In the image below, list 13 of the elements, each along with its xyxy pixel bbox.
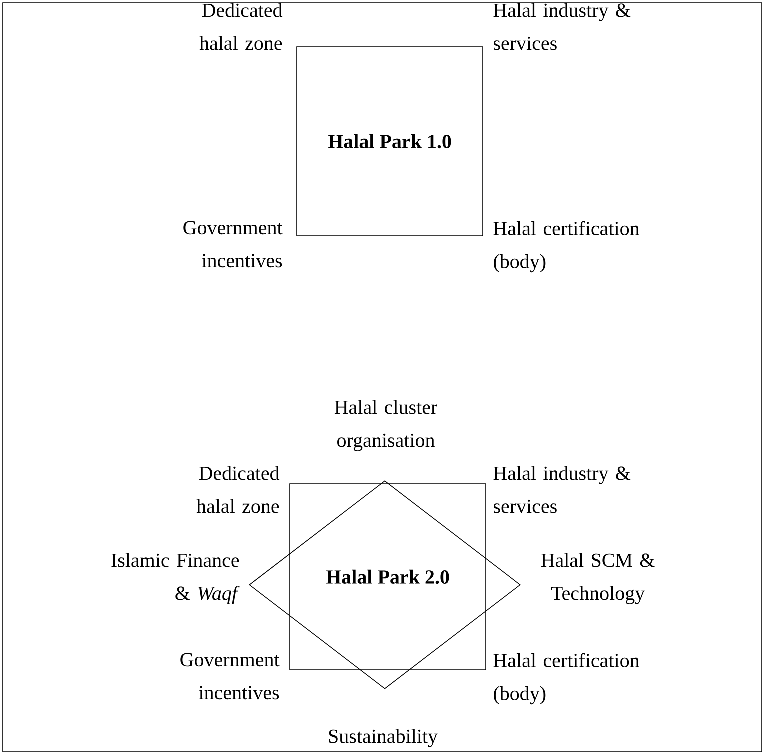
corner-label: Islamic Finance & Waqf	[112, 553, 240, 604]
corner-label: Government incentives	[180, 653, 280, 700]
corner-label: Halal SCM & Technology	[541, 553, 655, 604]
corner-label: Halal certification (body)	[494, 221, 640, 273]
corner-label: Halal cluster organisation	[334, 400, 438, 452]
corner-label: Dedicated halal zone	[200, 3, 283, 50]
corner-label: Dedicated halal zone	[196, 466, 280, 514]
corner-label: Government incentives	[184, 221, 283, 268]
corner-label: Halal certification (body)	[494, 653, 640, 705]
corner-label: Halal industry & services	[494, 466, 631, 514]
square-box: Halal Park 1.0	[296, 46, 484, 236]
corner-label: Halal industry & services	[494, 3, 631, 50]
corner-label: Sustainability	[329, 729, 438, 748]
